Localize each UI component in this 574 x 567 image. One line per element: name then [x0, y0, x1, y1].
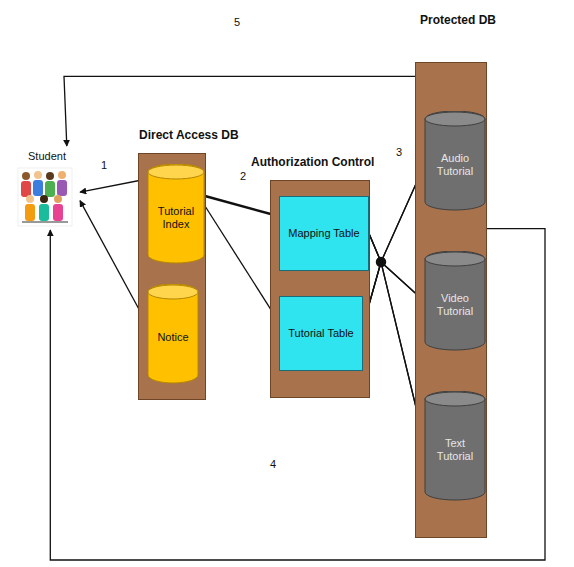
cylinder-top [425, 252, 485, 266]
cylinder-body [425, 111, 485, 210]
control-panel: Authorization ControlMapping TableTutori… [270, 180, 370, 398]
node-label: Text Tutorial [424, 437, 486, 463]
student-picture [18, 168, 72, 226]
cylinder-top [425, 392, 485, 406]
callout-number: 3 [394, 146, 404, 158]
connector [80, 179, 147, 192]
db-cylinder: Tutorial Index [147, 164, 205, 264]
node-label: Audio Tutorial [424, 152, 486, 178]
db-panel: Direct Access DBTutorial IndexNotice [138, 153, 206, 400]
db-cylinder: Notice [147, 284, 199, 384]
node-heading: Authorization Control [251, 155, 374, 169]
table-box: Tutorial Table [279, 296, 363, 371]
callout-number: 5 [232, 16, 242, 28]
callout-number: 4 [268, 458, 278, 470]
connector [205, 206, 279, 322]
connector [80, 201, 147, 324]
cylinder-top [148, 285, 198, 299]
node-heading: Direct Access DB [139, 128, 239, 142]
student-node: Student [14, 146, 80, 230]
db-cylinder: Video Tutorial [424, 251, 486, 351]
cylinder-body [148, 164, 204, 263]
db-cylinder: Text Tutorial [424, 391, 486, 501]
node-label: Video Tutorial [424, 292, 486, 318]
cylinder-body [148, 284, 198, 383]
node-label: Tutorial Table [284, 327, 357, 340]
connector [205, 196, 279, 216]
node-heading: Protected DB [420, 13, 496, 27]
cylinder-body [425, 391, 485, 500]
db-cylinder: Audio Tutorial [424, 111, 486, 211]
db-panel: Protected DBAudio TutorialVideo Tutorial… [415, 62, 487, 538]
callout-number: 2 [238, 170, 248, 182]
callout-number: 1 [99, 159, 109, 171]
table-box: Mapping Table [279, 196, 369, 271]
node-label: Mapping Table [284, 227, 363, 240]
connector [64, 76, 415, 146]
node-heading: Student [14, 146, 80, 163]
node-label: Notice [153, 331, 192, 344]
cylinder-top [425, 112, 485, 126]
cylinder-top [148, 165, 204, 179]
cylinder-body [425, 251, 485, 350]
node-label: Tutorial Index [147, 205, 205, 231]
